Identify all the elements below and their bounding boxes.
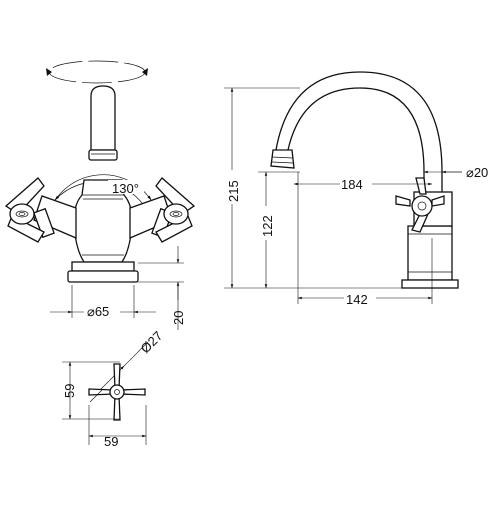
spout-inner-curve [275, 71, 443, 192]
tap-base-plinth [67, 270, 139, 283]
base-height-dimension: 20 [138, 246, 186, 330]
handle-top-view: Ø27 59 59 [62, 328, 166, 449]
base-diameter-label: ⌀65 [87, 304, 109, 319]
angle-label: 130° [112, 181, 139, 196]
front-view: 130° ⌀65 20 [4, 60, 196, 330]
tail-diameter-label: ⌀20 [466, 165, 488, 180]
left-valve-collar [33, 207, 55, 239]
handle-diameter-label: Ø27 [138, 328, 166, 356]
spout-tip [270, 149, 295, 169]
cross-handle-plan [88, 363, 146, 421]
right-cross-handle [155, 177, 196, 243]
left-cross-handle [4, 177, 45, 243]
total-height-label: 215 [226, 180, 241, 202]
base-length-label: 142 [346, 292, 368, 307]
spout-collar-front [88, 149, 118, 161]
rotation-arrow-left [46, 68, 52, 76]
spout-height-label: 122 [260, 215, 275, 237]
tap-base-side [401, 279, 459, 289]
tap-base-front [71, 261, 135, 272]
reach-label: 184 [341, 177, 363, 192]
side-view: 215 122 184 ⌀20 142 [224, 71, 488, 307]
handle-width-label: 59 [104, 434, 118, 449]
base-height-label: 20 [171, 311, 186, 325]
base-diameter-dimension: ⌀65 [50, 285, 156, 319]
rotation-arrow-right [142, 68, 148, 76]
left-valve-arm [33, 195, 77, 239]
spout-outer-curve [287, 87, 425, 192]
handle-height-label: 59 [62, 384, 77, 398]
rotation-arc [48, 60, 146, 84]
spout-column-front [90, 85, 116, 151]
